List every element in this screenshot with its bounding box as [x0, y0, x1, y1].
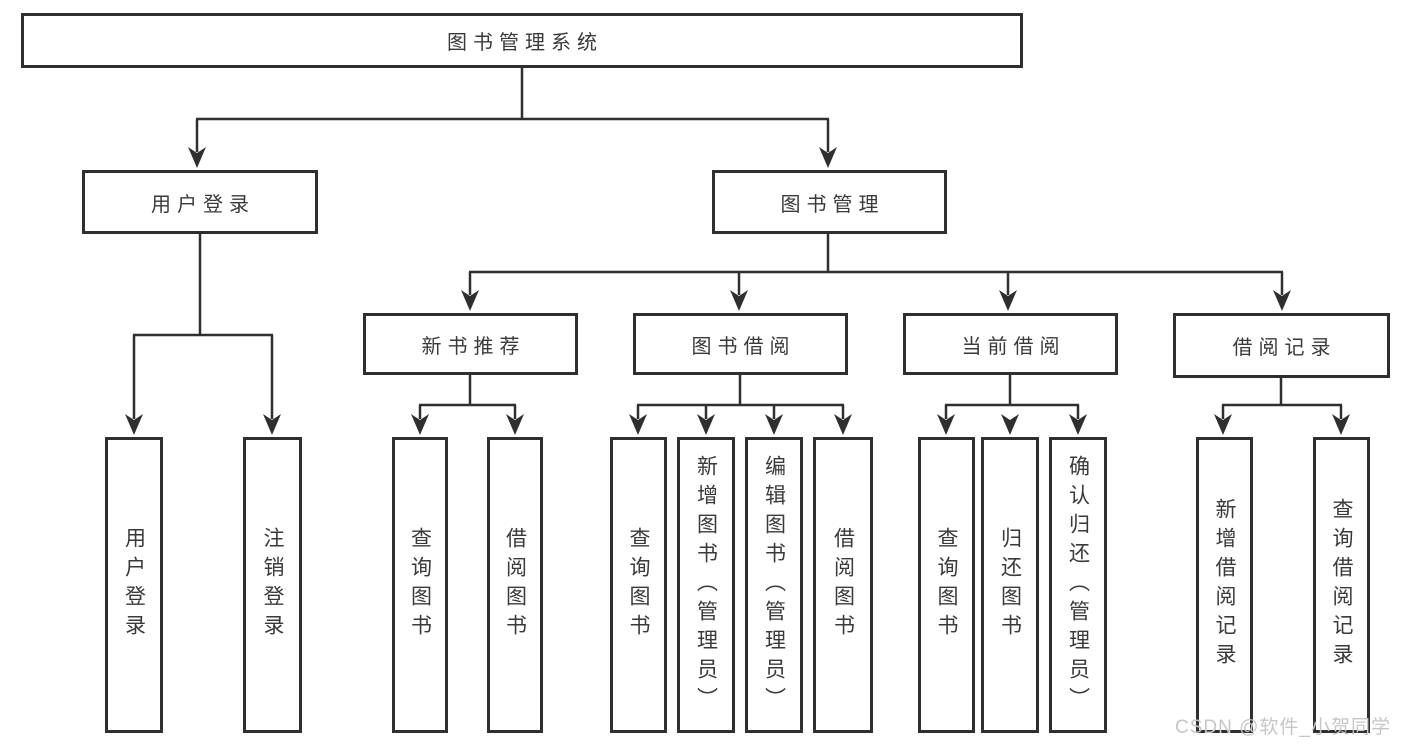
leaf-user-login: 用户登录 [105, 437, 163, 733]
leaf-return-books: 归还图书 [981, 437, 1039, 733]
node-borrow-records: 借阅记录 [1173, 313, 1390, 378]
node-user-login: 用户登录 [82, 170, 318, 234]
node-book-borrow: 图书借阅 [633, 313, 848, 375]
node-book-management: 图书管理 [712, 170, 947, 234]
leaf-borrow-books-recommend: 借阅图书 [487, 437, 543, 733]
leaf-edit-books-admin: 编辑图书（管理员） [745, 437, 803, 733]
leaf-logout-login: 注销登录 [243, 437, 302, 733]
arrowheads [125, 147, 1350, 435]
leaf-query-books-recommend: 查询图书 [392, 437, 448, 733]
leaf-borrow-books-borrow: 借阅图书 [813, 437, 873, 733]
leaf-query-books-borrow: 查询图书 [610, 437, 667, 733]
node-new-book-recommend: 新书推荐 [363, 313, 578, 375]
leaf-query-borrow-record: 查询借阅记录 [1313, 437, 1370, 733]
node-root-title: 图书管理系统 [21, 13, 1023, 68]
leaf-confirm-return-admin: 确认归还（管理员） [1049, 437, 1107, 733]
leaf-add-borrow-record: 新增借阅记录 [1196, 437, 1253, 733]
connector-segments [132, 68, 1343, 419]
leaf-query-books-current: 查询图书 [918, 437, 975, 733]
leaf-add-books-admin: 新增图书（管理员） [677, 437, 735, 733]
node-current-borrow: 当前借阅 [903, 313, 1118, 375]
csdn-watermark: CSDN @软件_小贺同学 [1175, 717, 1391, 738]
